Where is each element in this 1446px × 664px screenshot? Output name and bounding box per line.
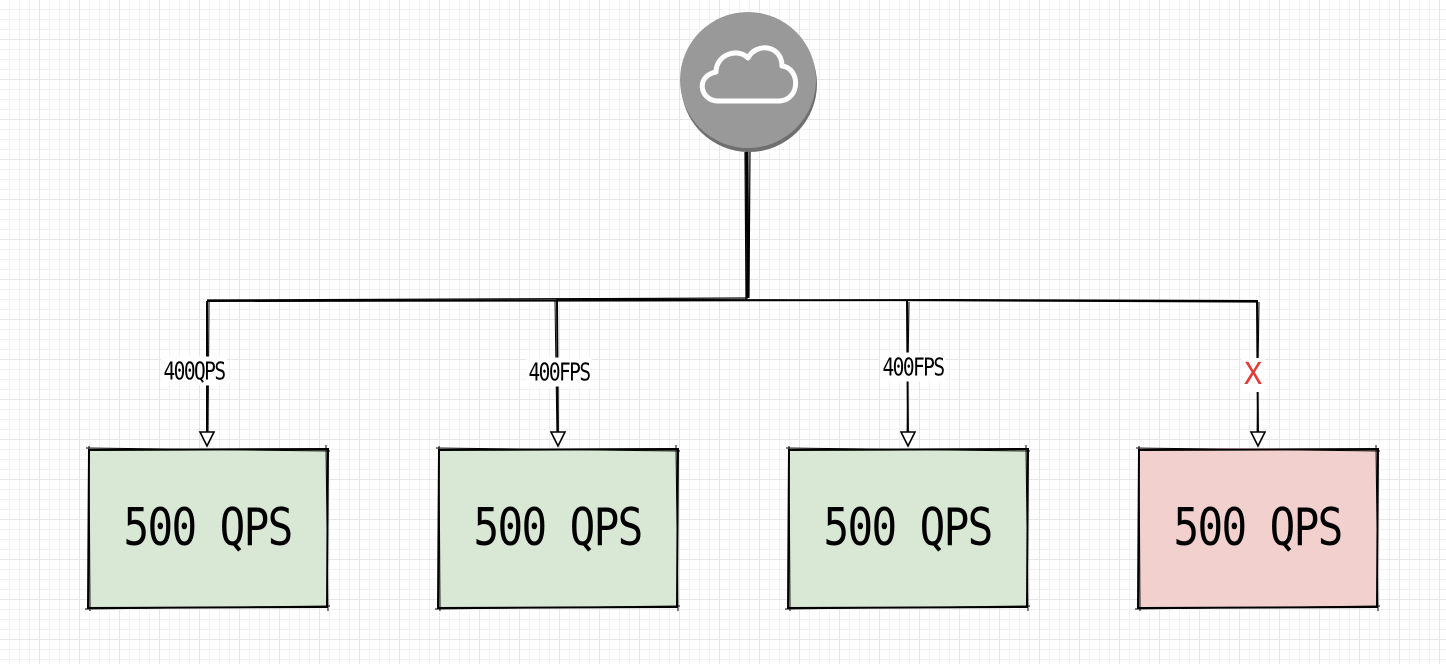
- server-box-2: 500 QPS: [434, 444, 681, 612]
- server-box-1-outline: [84, 444, 331, 612]
- arrowhead-2: [549, 431, 567, 448]
- server-capacity-label: 500 QPS: [123, 498, 294, 558]
- edge-label-1: 400QPS: [161, 356, 227, 386]
- server-box-3: 500 QPS: [784, 444, 1031, 612]
- trunk-line: [745, 149, 750, 299]
- edge-label-2: 400FPS: [526, 357, 592, 387]
- failure-mark: X: [1240, 358, 1266, 392]
- server-capacity-label: 500 QPS: [823, 498, 994, 558]
- arrowhead-3: [899, 431, 917, 448]
- cloud-node: [680, 12, 817, 152]
- arrowhead-4: [1249, 431, 1267, 448]
- arrowhead-1: [198, 431, 216, 448]
- edge-label-3: 400FPS: [880, 352, 946, 382]
- server-box-1: 500 QPS: [84, 444, 331, 612]
- server-box-4-overloaded: 500 QPS: [1134, 444, 1381, 612]
- server-box-3-outline: [784, 444, 1031, 612]
- server-box-2-outline: [434, 444, 681, 612]
- cloud-icon: [699, 45, 798, 104]
- server-capacity-label: 500 QPS: [1173, 498, 1344, 558]
- server-box-4-outline: [1134, 444, 1381, 612]
- bus-line: [206, 299, 1259, 303]
- server-capacity-label: 500 QPS: [473, 498, 644, 558]
